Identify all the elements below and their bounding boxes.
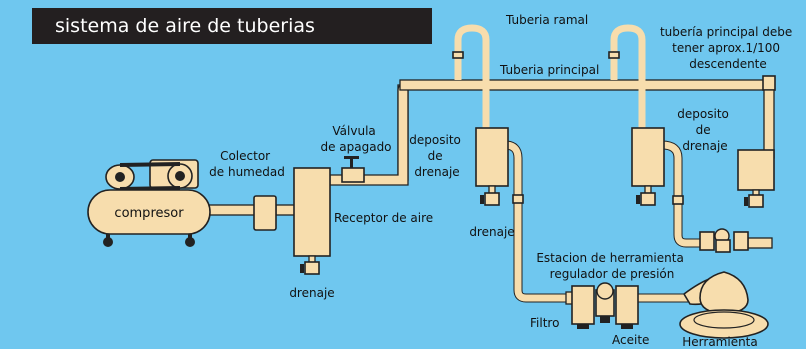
- drain-tank-right-valve-handle: [744, 197, 748, 206]
- valve-stem: [350, 158, 353, 168]
- label-deposito-drenaje-left-line-1: deposito: [409, 133, 461, 147]
- piping: [207, 24, 776, 303]
- drain-tank-right-valve: [748, 194, 764, 208]
- label-colector-humedad-line-1: Colector: [220, 149, 270, 163]
- drain-tank-middle-body: [631, 127, 665, 187]
- label-pipe-slope-note-line-2: tener aprox.1/100: [672, 41, 780, 55]
- diagram-title: sistema de aire de tuberias: [55, 15, 315, 37]
- drain-tank-left-body: [475, 127, 509, 187]
- compressor-belt: [119, 162, 181, 191]
- drain-tank-right-body: [737, 149, 775, 191]
- moisture-collector: [253, 195, 277, 231]
- main-header-pipe: [399, 79, 771, 91]
- air-receiver-drain-valve: [304, 261, 320, 275]
- drain-tank-left-valve-handle: [480, 195, 484, 204]
- label-deposito-drenaje-left-line-2: de: [428, 149, 443, 163]
- tool-grinder-disc: [693, 311, 755, 329]
- tool-grinder-head: [699, 271, 749, 315]
- branch-loop-1-fill: [454, 24, 490, 132]
- label-tuberia-ramal: Tuberia ramal: [505, 13, 588, 27]
- label-receptor-aire: Receptor de aire: [334, 211, 433, 225]
- pipe-mid-tank-outlet-fill: [661, 141, 700, 247]
- regulator-right-filter: [699, 231, 715, 251]
- title-bar: [32, 8, 432, 44]
- label-filtro: Filtro: [530, 316, 559, 330]
- right-outlet-coupling: [672, 195, 684, 205]
- drain-tank-right: [737, 149, 775, 208]
- branch-1-coupling: [452, 51, 464, 59]
- compressor-flywheel-hub: [175, 171, 185, 181]
- drain-tank-left-valve: [484, 192, 500, 206]
- label-tuberia-principal: Tuberia principal: [499, 63, 599, 77]
- label-valvula-apagado-line-2: de apagado: [320, 140, 391, 154]
- branch-2-coupling: [608, 51, 620, 59]
- main-header-end-cap: [762, 75, 776, 91]
- regulator-right-body: [715, 239, 731, 253]
- regulator-right-oiler: [733, 231, 749, 251]
- label-colector-humedad-line-2: de humedad: [209, 165, 285, 179]
- label-pipe-slope-note-line-3: descendente: [689, 57, 767, 71]
- pipe-compressor-outlet: [207, 204, 257, 216]
- compressor-wheel-left: [103, 237, 113, 247]
- regulator-assembly-right: [699, 228, 749, 253]
- oiler-unit-cap: [621, 324, 633, 329]
- label-pipe-slope-note-line-1: tubería principal debe: [660, 25, 792, 39]
- label-colector-humedad: Colector de humedad: [209, 149, 285, 179]
- valve-handle: [344, 156, 359, 159]
- compressor-tank: [87, 189, 211, 235]
- filter-unit-drain: [577, 324, 589, 329]
- drain-tank-middle-valve-handle: [636, 195, 640, 204]
- label-deposito-drenaje-left-line-3: drenaje: [414, 165, 459, 179]
- label-estacion-herramienta-line-2: regulador de presión: [550, 267, 675, 281]
- label-deposito-drenaje-left: deposito de drenaje: [409, 133, 464, 179]
- left-outlet-coupling: [512, 194, 524, 204]
- label-aceite: Aceite: [612, 333, 649, 347]
- oiler-unit-body: [615, 285, 639, 325]
- label-estacion-herramienta-line-1: Estacion de herramienta: [536, 251, 683, 265]
- air-receiver-tank: [293, 167, 331, 257]
- filter-unit-body: [571, 285, 595, 325]
- drain-tank-middle: [631, 127, 665, 206]
- frl-station: [565, 282, 639, 329]
- label-estacion-herramienta: Estacion de herramienta regulador de pre…: [536, 251, 687, 281]
- tool-grinder: [679, 271, 769, 339]
- branch-loop-2-fill: [610, 24, 646, 132]
- compressor-pulley-hub: [115, 172, 125, 182]
- pipe-collector-receiver: [275, 204, 297, 216]
- air-receiver: [293, 167, 331, 275]
- label-valvula-apagado: Válvula de apagado: [320, 124, 391, 154]
- drain-tank-left: [475, 127, 509, 206]
- pipe-left-tank-outlet-fill: [504, 141, 568, 302]
- label-pipe-slope-note: tubería principal debe tener aprox.1/100…: [660, 25, 796, 71]
- right-regulator-outlet: [747, 237, 773, 249]
- label-deposito-drenaje-right-line-3: drenaje: [682, 139, 727, 153]
- label-valvula-apagado-line-1: Válvula: [332, 124, 375, 138]
- regulator-unit-gauge: [596, 282, 614, 300]
- valve-body: [341, 167, 365, 183]
- label-herramienta: Herramienta: [682, 335, 758, 349]
- label-drenaje-left: drenaje: [469, 225, 514, 239]
- label-deposito-drenaje-right: deposito de drenaje: [677, 107, 732, 153]
- label-drenaje-receptor: drenaje: [289, 286, 334, 300]
- compressor: compresor: [87, 159, 211, 247]
- label-deposito-drenaje-right-line-1: deposito: [677, 107, 729, 121]
- label-deposito-drenaje-right-line-2: de: [696, 123, 711, 137]
- regulator-unit-knob: [600, 316, 610, 323]
- pipe-header-to-right-tank: [763, 89, 775, 159]
- compressor-wheel-right: [185, 237, 195, 247]
- drain-tank-middle-valve: [640, 192, 656, 206]
- compressor-label: compresor: [114, 206, 184, 221]
- air-receiver-drain-handle: [300, 264, 304, 273]
